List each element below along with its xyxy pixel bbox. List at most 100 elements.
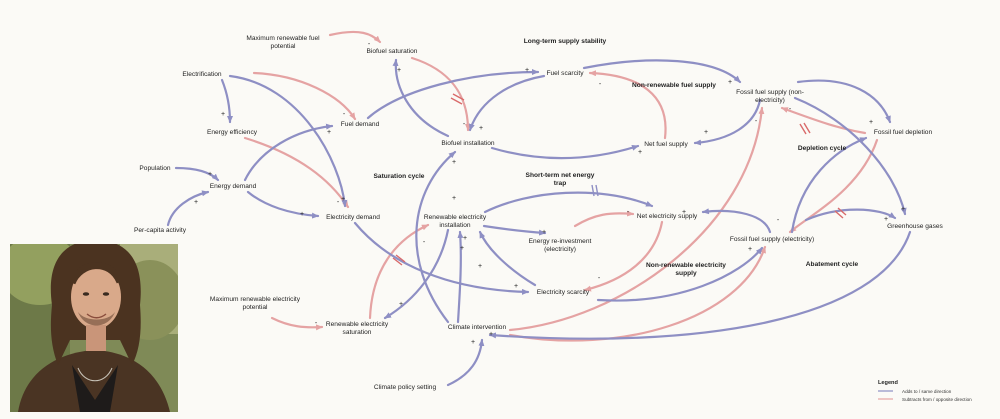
- svg-text:-: -: [789, 106, 792, 113]
- loop-depletion-cycle: Depletion cycle: [798, 145, 847, 152]
- svg-text:-: -: [337, 199, 340, 206]
- link-biofuelinstall-biofuelsat: [392, 58, 450, 138]
- svg-text:+: +: [452, 195, 456, 202]
- node-net-fuel-supply: Net fuel supply: [644, 141, 688, 148]
- link-energydemand-fueldemand: [243, 123, 334, 182]
- svg-text:+: +: [452, 159, 456, 166]
- node-electrification: Electrification: [182, 71, 222, 78]
- loop-abatement-cycle: Abatement cycle: [806, 261, 859, 268]
- svg-text:+: +: [869, 119, 873, 126]
- svg-text:+: +: [542, 229, 546, 236]
- link-maxelec-relecsat: [270, 316, 324, 331]
- svg-text:+: +: [638, 149, 642, 156]
- node-fuel-scarcity: Fuel scarcity: [546, 70, 584, 77]
- svg-text:+: +: [479, 125, 483, 132]
- loop-long-term-supply-stability: Long-term supply stability: [524, 38, 607, 45]
- portrait-photo: [10, 244, 178, 412]
- legend: Legend Adds to / same direction Subtract…: [878, 380, 972, 402]
- link-maxfuel-biofuelsat: [328, 30, 382, 44]
- node-energy-reinvestment: Energy re-investment(electricity): [529, 238, 592, 253]
- node-fossil-fuel-supply-electricity: Fossil fuel supply (electricity): [730, 236, 814, 243]
- svg-text:+: +: [525, 67, 529, 74]
- node-electricity-demand: Electricity demand: [326, 214, 380, 221]
- svg-text:Legend: Legend: [878, 380, 898, 386]
- link-biofuelsat-biofuelinstall: [410, 56, 471, 132]
- link-fuelscarcity-biofuelinstall: [468, 74, 546, 132]
- svg-text:+: +: [194, 199, 198, 206]
- svg-text:-: -: [463, 121, 466, 128]
- node-electricity-scarcity: Electricity scarcity: [537, 289, 590, 296]
- link-electrification-fueldemand: [252, 71, 357, 121]
- svg-text:+: +: [327, 129, 331, 136]
- link-relecinstall-netelec: [483, 191, 654, 214]
- svg-text:+: +: [341, 196, 345, 203]
- link-biofuelinstall-netfuel: [490, 144, 640, 160]
- svg-text:+: +: [704, 129, 708, 136]
- svg-text:+: +: [478, 263, 482, 270]
- node-energy-efficiency: Energy efficiency: [207, 129, 258, 136]
- link-reinvest-netelec: [573, 210, 635, 228]
- svg-text:+: +: [728, 79, 732, 86]
- svg-text:+: +: [460, 245, 464, 252]
- svg-text:+: +: [514, 283, 518, 290]
- svg-text:Adds to / same direction: Adds to / same direction: [902, 389, 952, 394]
- svg-text:+: +: [884, 216, 888, 223]
- link-fueldemand-fuelscarcity: [366, 69, 540, 120]
- node-fossil-fuel-depletion: Fossil fuel depletion: [874, 129, 933, 136]
- link-policy-climate: [446, 338, 485, 387]
- link-netelec-elecscarcity: [583, 220, 664, 292]
- link-energydemand-elecdemand: [246, 190, 320, 219]
- node-fossil-fuel-supply-non-electricity: Fossil fuel supply (non-electricity): [736, 89, 804, 104]
- loop-non-renewable-fuel-supply: Non-renewable fuel supply: [632, 82, 716, 89]
- svg-text:+: +: [300, 211, 304, 218]
- svg-text:-: -: [755, 118, 758, 125]
- polarity-signs: - + + - + + + + - + + - + - + + + + - - …: [194, 41, 905, 346]
- svg-text:+: +: [748, 246, 752, 253]
- svg-text:-: -: [315, 320, 318, 327]
- link-fossilnonelec-netfuel: [693, 98, 762, 146]
- svg-text:+: +: [399, 301, 403, 308]
- link-fossilnonelec-ghg: [793, 96, 907, 216]
- svg-text:+: +: [901, 206, 905, 213]
- link-efficiency-elecdemand: [243, 136, 350, 209]
- link-population-energydemand: [174, 166, 220, 182]
- node-energy-demand: Energy demand: [210, 183, 257, 190]
- link-fuelscarcity-fossilnonelec: [582, 59, 742, 84]
- svg-text:+: +: [397, 67, 401, 74]
- svg-text:-: -: [343, 111, 346, 118]
- link-fossilnonelec-depletion: [796, 79, 892, 124]
- link-electrification-elecdemand: [228, 74, 348, 208]
- node-biofuel-saturation: Biofuel saturation: [367, 48, 418, 55]
- link-netfuel-fuelscarcity: [588, 70, 667, 140]
- svg-text:+: +: [221, 111, 225, 118]
- link-elecscarcity-relecinstall: [478, 230, 537, 287]
- link-percapita-energydemand: [166, 190, 210, 227]
- link-climate-relecinstall: [456, 230, 464, 324]
- svg-text:+: +: [463, 235, 467, 242]
- svg-text:-: -: [777, 217, 780, 224]
- link-fossilelec-depletion: [790, 136, 868, 234]
- link-climate-fossilnonelec: [508, 106, 765, 332]
- svg-text:+: +: [489, 331, 493, 338]
- link-depletion-fossilnonelec: [780, 106, 867, 135]
- link-climate-fossilelec: [508, 245, 767, 342]
- node-greenhouse-gases: Greenhouse gases: [887, 223, 943, 230]
- node-population: Population: [139, 165, 170, 172]
- node-per-capita-activity: Per-capita activity: [134, 227, 187, 234]
- link-fossilelec-ghg: [804, 208, 897, 222]
- link-electrification-efficiency: [220, 78, 233, 124]
- svg-text:-: -: [598, 275, 601, 282]
- node-climate-intervention: Climate intervention: [448, 324, 507, 331]
- loop-saturation-cycle: Saturation cycle: [374, 173, 425, 180]
- node-climate-policy-setting: Climate policy setting: [374, 384, 437, 391]
- svg-text:-: -: [599, 81, 602, 88]
- link-fossilelec-netelec: [701, 208, 772, 234]
- svg-text:Subtracts from / opposite dire: Subtracts from / opposite direction: [902, 397, 972, 402]
- node-net-electricity-supply: Net electricity supply: [637, 213, 698, 220]
